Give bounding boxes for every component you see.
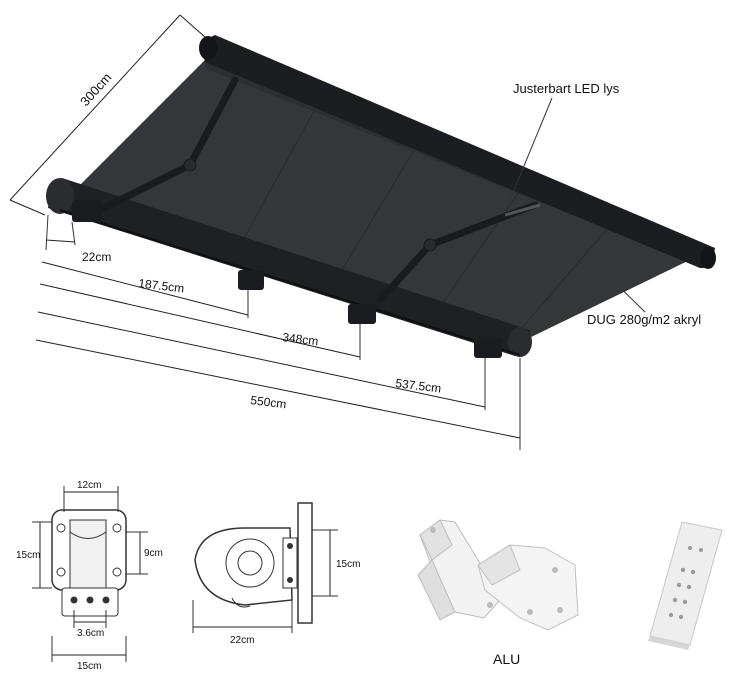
remote-control	[648, 521, 723, 650]
led-strip	[504, 203, 541, 217]
dimension-label: 550cm	[250, 393, 287, 411]
bracket-width-bottom-label: 15cm	[77, 661, 101, 672]
bracket-width-top-label: 12cm	[77, 480, 101, 491]
side-depth-label: 22cm	[230, 635, 254, 646]
dimension-label: 22cm	[82, 250, 111, 264]
bracket-height-right-label: 9cm	[144, 548, 163, 559]
dimension-label: 348cm	[282, 330, 319, 348]
bracket-height-left-label: 15cm	[16, 550, 40, 561]
dimension-lines	[9, 14, 646, 450]
led-label: Justerbart LED lys	[513, 81, 620, 96]
dimension-labels: 22cm 187.5cm 348cm 537.5cm 550cm	[82, 250, 442, 411]
awning-illustration	[46, 35, 716, 358]
remote-buttons	[668, 546, 703, 620]
depth-label: 300cm	[77, 70, 114, 109]
bracket-side-drawing	[192, 502, 338, 633]
fabric-label: DUG 280g/m2 akryl	[587, 312, 701, 327]
left-arm	[96, 76, 239, 214]
rear-cassette	[46, 178, 532, 357]
dimension-label: 537.5cm	[395, 376, 442, 396]
bracket-bolt-spacing-label: 3.6cm	[77, 628, 104, 639]
front-profile	[199, 35, 716, 269]
dimension-label: 187.5cm	[138, 276, 185, 296]
bracket-front-drawing	[32, 486, 148, 662]
side-height-label: 15cm	[336, 559, 360, 570]
alu-brackets-illustration	[417, 519, 579, 631]
alu-label: ALU	[493, 651, 520, 667]
fabric-seams	[234, 99, 616, 331]
awning-fabric	[65, 55, 700, 340]
wall-brackets	[72, 200, 502, 358]
